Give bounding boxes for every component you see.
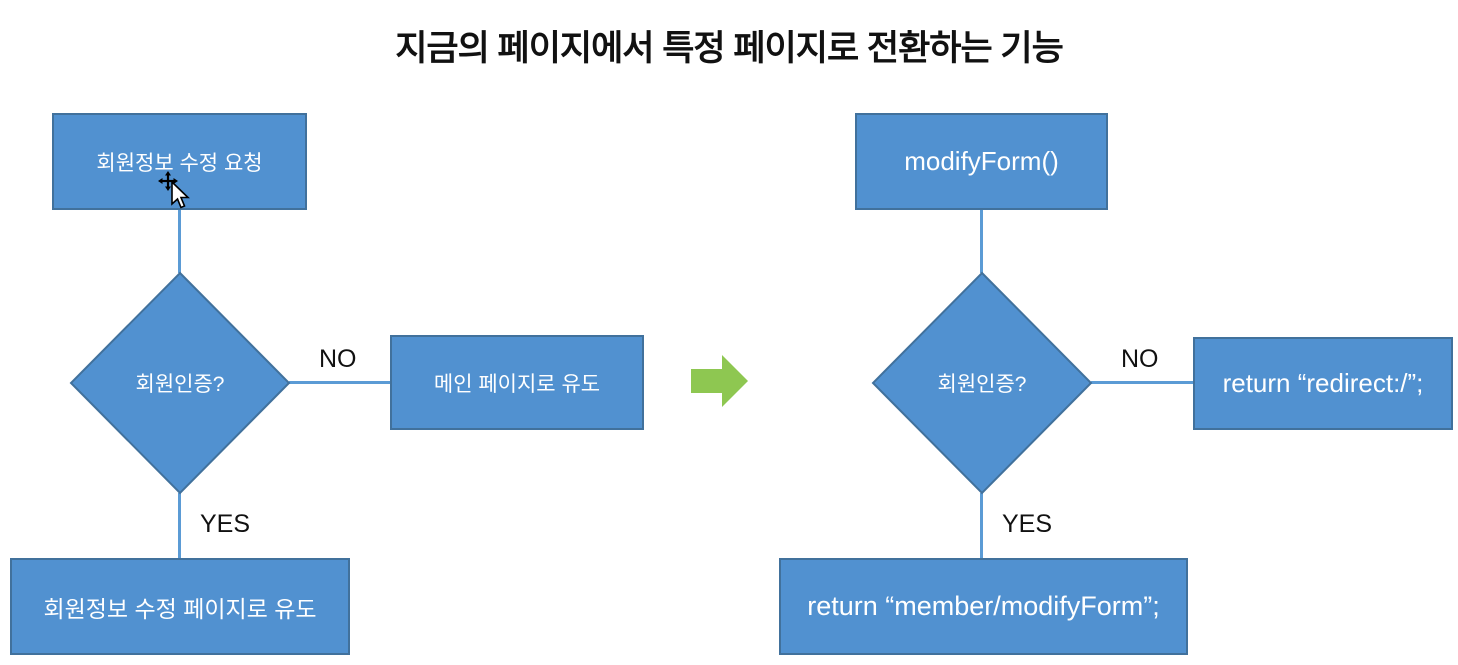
left-yes-label: YES [200,510,251,538]
left-connector-top [178,209,181,273]
right-decision-diamond: 회원인증? [871,271,1093,495]
right-no-result-box: return “redirect:/”; [1193,337,1453,430]
right-yes-result-label: return “member/modifyForm”; [807,591,1160,621]
right-no-result-label: return “redirect:/”; [1222,368,1424,398]
right-connector-top [980,209,983,273]
page-title: 지금의 페이지에서 특정 페이지로 전환하는 기능 [395,29,1064,68]
right-start-box: modifyForm() [855,113,1108,210]
right-start-box-label: modifyForm() [904,146,1059,176]
right-yes-label: YES [1002,510,1053,538]
right-decision-label: 회원인증? [937,373,1027,396]
left-no-result-box: 메인 페이지로 유도 [390,335,644,430]
left-decision-label: 회원인증? [135,373,225,396]
right-connector-no [1091,381,1193,384]
left-no-label: NO [319,345,357,373]
green-right-block-arrow-icon [691,355,748,407]
left-no-result-label: 메인 페이지로 유도 [433,372,601,396]
left-start-box-label: 회원정보 수정 요청 [96,151,263,175]
right-yes-result-box: return “member/modifyForm”; [779,558,1188,655]
left-connector-no [289,381,390,384]
left-yes-result-label: 회원정보 수정 페이지로 유도 [43,595,317,622]
right-connector-yes [980,493,983,559]
left-decision-diamond: 회원인증? [69,271,291,495]
move-pointer-cursor-icon [158,171,190,209]
diamond-shape [69,271,291,495]
right-no-label: NO [1121,345,1159,373]
left-connector-yes [178,493,181,559]
left-yes-result-box: 회원정보 수정 페이지로 유도 [10,558,350,655]
diamond-shape [871,271,1093,495]
